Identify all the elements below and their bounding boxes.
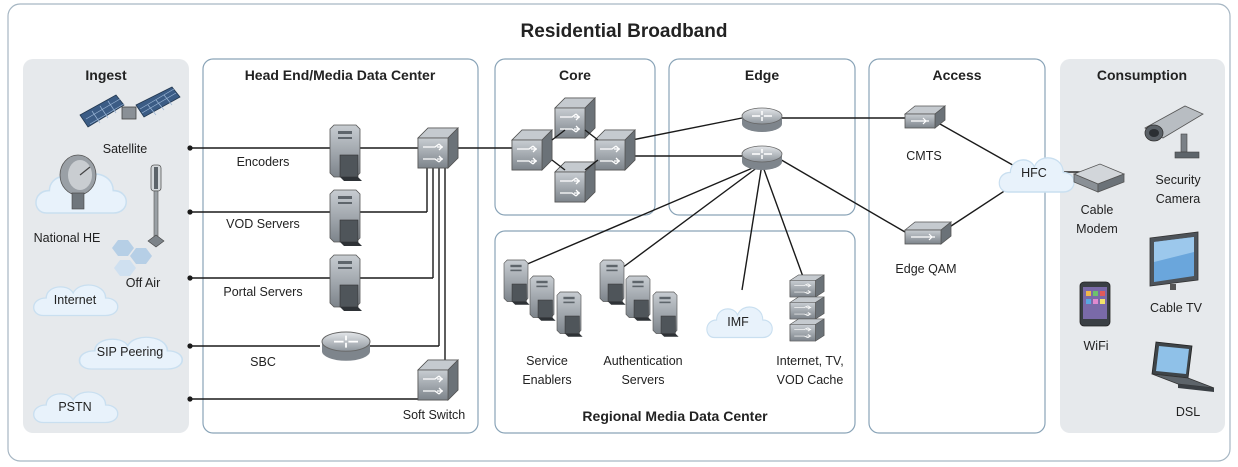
cable-modem-label-1: Cable	[1081, 203, 1114, 217]
cache-stack-icon	[789, 274, 825, 342]
soft-switch-label: Soft Switch	[403, 408, 466, 422]
encoders-label: Encoders	[237, 155, 290, 169]
headend-panel	[202, 58, 479, 434]
cable-modem-icon	[1072, 163, 1126, 193]
hfc-label: HFC	[1021, 166, 1047, 180]
vod-servers-label: VOD Servers	[226, 217, 300, 231]
edge-router-bottom-icon	[741, 145, 783, 171]
edge-qam-label: Edge QAM	[895, 262, 956, 276]
auth-servers-label-1: Authentication	[603, 354, 682, 368]
auth-server-icon-3	[652, 291, 679, 338]
wifi-label: WiFi	[1084, 339, 1109, 353]
sip-peering-label: SIP Peering	[97, 345, 164, 359]
auth-server-icon-1	[599, 259, 626, 306]
service-enabler-server-icon-1	[503, 259, 530, 306]
cache-label-1: Internet, TV,	[776, 354, 843, 368]
satellite-label: Satellite	[103, 142, 148, 156]
security-camera-label-2: Camera	[1156, 192, 1201, 206]
portal-server-icon	[329, 254, 363, 312]
service-enabler-server-icon-3	[556, 291, 583, 338]
edge-router-top-icon	[741, 107, 783, 133]
sbc-label: SBC	[250, 355, 276, 369]
cmts-label: CMTS	[906, 149, 941, 163]
headend-panel-title: Head End/Media Data Center	[245, 67, 436, 83]
portal-servers-label: Portal Servers	[223, 285, 302, 299]
dsl-label: DSL	[1176, 405, 1200, 419]
pstn-label: PSTN	[58, 400, 91, 414]
satellite-icon	[79, 86, 181, 128]
vod-server-icon	[329, 189, 363, 247]
soft-switch-icon	[417, 359, 459, 401]
core-switch-bottom-icon	[554, 161, 596, 203]
cable-tv-icon	[1149, 231, 1199, 290]
access-panel	[868, 58, 1046, 434]
imf-label: IMF	[727, 315, 749, 329]
security-camera-icon	[1144, 105, 1204, 159]
diagram-title: Residential Broadband	[521, 21, 728, 42]
cable-tv-label: Cable TV	[1150, 301, 1203, 315]
cable-modem-label-2: Modem	[1076, 222, 1118, 236]
cache-label-2: VOD Cache	[777, 373, 844, 387]
edge-panel-title: Edge	[745, 67, 779, 83]
encoder-server-icon	[329, 124, 363, 182]
ingest-panel-title: Ingest	[85, 67, 127, 83]
cmts-icon	[903, 105, 947, 129]
security-camera-label-1: Security	[1155, 173, 1201, 187]
core-switch-right-icon	[594, 129, 636, 171]
core-switch-top-icon	[554, 97, 596, 139]
service-enablers-label-1: Service	[526, 354, 568, 368]
sbc-router-icon	[321, 331, 371, 362]
internet-label: Internet	[54, 293, 97, 307]
regional-panel-title: Regional Media Data Center	[582, 408, 768, 424]
service-enabler-server-icon-2	[529, 275, 556, 322]
service-enablers-label-2: Enablers	[522, 373, 571, 387]
wifi-tablet-icon	[1079, 281, 1111, 327]
off-air-hexagons	[112, 240, 152, 276]
off-air-label: Off Air	[126, 276, 161, 290]
national-he-label: National HE	[34, 231, 101, 245]
connection-lines	[187, 117, 1080, 402]
access-panel-title: Access	[932, 67, 981, 83]
edge-qam-icon	[903, 221, 953, 245]
consumption-panel-title: Consumption	[1097, 67, 1187, 83]
auth-server-icon-2	[625, 275, 652, 322]
headend-switch-icon	[417, 127, 459, 169]
satellite-dish-icon	[59, 154, 97, 210]
core-panel-title: Core	[559, 67, 591, 83]
off-air-antenna-icon	[147, 164, 165, 248]
dsl-laptop-icon	[1151, 341, 1215, 392]
core-switch-left-icon	[511, 129, 553, 171]
auth-servers-label-2: Servers	[621, 373, 664, 387]
